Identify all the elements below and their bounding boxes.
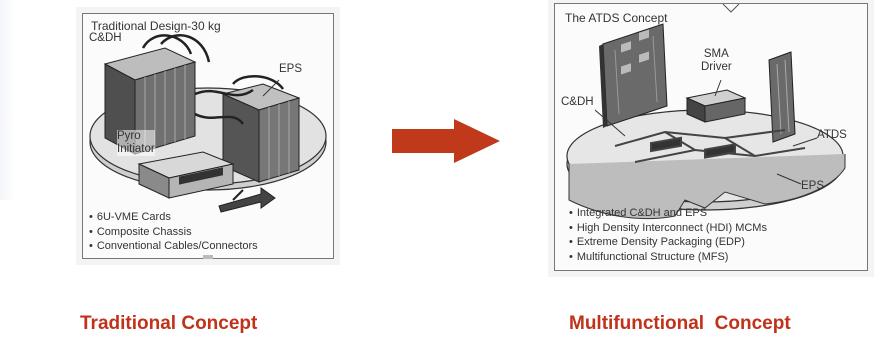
- atds-figure-title: The ATDS Concept: [565, 11, 668, 25]
- atds-board: [768, 51, 796, 143]
- traditional-concept-caption: Traditional Concept: [80, 313, 258, 334]
- traditional-feature-item: 6U-VME Cards: [89, 210, 258, 225]
- traditional-design-figure: Traditional Design-30 kg: [82, 13, 334, 259]
- traditional-features-list: 6U-VME Cards Composite Chassis Conventio…: [89, 210, 258, 254]
- traditional-feature-item: Composite Chassis: [89, 225, 258, 240]
- atds-hardware-illustration: [566, 4, 846, 220]
- atds-feature-item: Multifunctional Structure (MFS): [569, 250, 767, 265]
- atds-feature-item: High Density Interconnect (HDI) MCMs: [569, 221, 767, 236]
- cdh-label: C&DH: [561, 96, 594, 108]
- page-edge-shading: [0, 0, 14, 200]
- hdi-interconnects: [614, 129, 806, 163]
- panel-tab-mark: [203, 255, 213, 259]
- eps-box: [221, 83, 301, 183]
- sma-driver-label: SMA Driver: [701, 48, 732, 73]
- atds-features-list: Integrated C&DH and EPS High Density Int…: [569, 206, 767, 264]
- traditional-figure-title: Traditional Design-30 kg: [91, 19, 221, 33]
- atds-label: ATDS: [817, 129, 847, 141]
- atds-concept-figure: The ATDS Concept: [554, 3, 868, 271]
- atds-feature-item: Integrated C&DH and EPS: [569, 206, 767, 221]
- sma-driver-box: [685, 89, 747, 123]
- transition-arrow-icon: [392, 119, 500, 163]
- cdh-label: C&DH: [89, 32, 122, 44]
- atds-feature-item: Extreme Density Packaging (EDP): [569, 235, 767, 250]
- eps-label: EPS: [279, 63, 303, 75]
- pyro-initiator-label: Pyro Initiator: [117, 130, 155, 156]
- traditional-feature-item: Conventional Cables/Connectors: [89, 239, 258, 254]
- multifunctional-concept-caption: Multifunctional Concept: [569, 313, 791, 334]
- pyro-initiator-box: [137, 151, 235, 199]
- cdh-board: [599, 23, 668, 128]
- eps-label: EPS: [801, 180, 825, 192]
